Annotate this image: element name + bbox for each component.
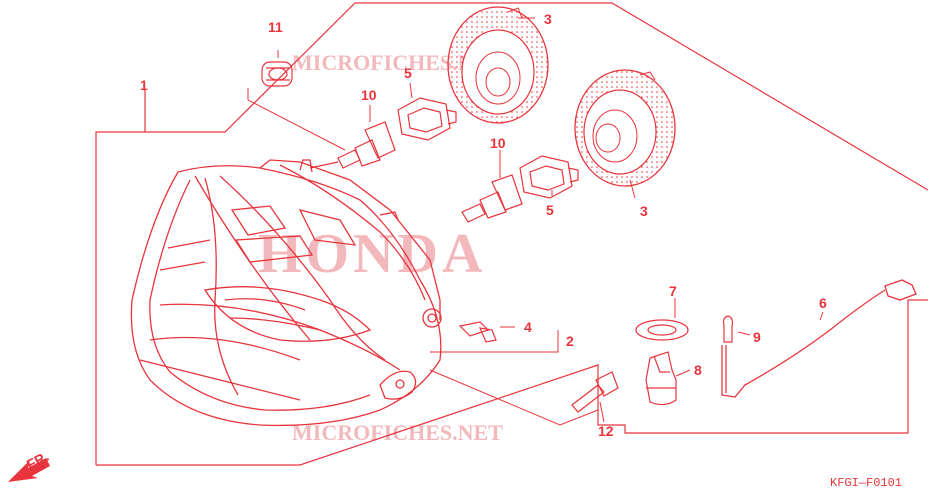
- bulb-holder-part-5-lower: [519, 155, 579, 199]
- bulb-part-9: [722, 315, 734, 343]
- harness-part-6: [721, 279, 917, 398]
- callout-8: 8: [694, 362, 702, 378]
- direction-arrow: FR.: [8, 448, 51, 482]
- diagram-code: KFGI—F0101: [830, 476, 902, 490]
- callout-4: 4: [524, 319, 532, 335]
- callout-6: 6: [819, 295, 827, 311]
- socket-part-8: [645, 351, 677, 406]
- callout-7: 7: [669, 283, 677, 299]
- callout-3a: 3: [544, 11, 552, 27]
- dust-cover-part-3-upper: [447, 6, 549, 124]
- callout-12: 12: [598, 423, 614, 439]
- callout-5b: 5: [546, 202, 554, 218]
- callout-labels: 1 2 3 3 4 5 5 6 7 8 9 10 10 11 12: [140, 11, 827, 439]
- dust-cover-part-3-lower: [574, 69, 676, 187]
- position-bulb-part-4: [458, 321, 497, 343]
- callout-5a: 5: [404, 65, 412, 81]
- headlight-assembly: [130, 159, 442, 427]
- socket-rubber-part-11: [261, 61, 293, 87]
- bulb-holder-part-5-upper: [397, 97, 457, 141]
- gasket-part-7: [635, 319, 689, 341]
- screw-part-12: [571, 371, 619, 413]
- callout-2: 2: [566, 333, 574, 349]
- watermark-brand: HONDA: [258, 223, 486, 285]
- leader-lines: [247, 17, 824, 426]
- bulb-part-10-lower: [461, 174, 523, 223]
- callout-9: 9: [753, 329, 761, 345]
- callout-1: 1: [140, 77, 148, 93]
- bulb-part-10-upper: [309, 121, 396, 169]
- callout-11: 11: [268, 19, 283, 35]
- callout-10a: 10: [361, 87, 377, 103]
- callout-3b: 3: [640, 203, 648, 219]
- callout-10b: 10: [490, 135, 506, 151]
